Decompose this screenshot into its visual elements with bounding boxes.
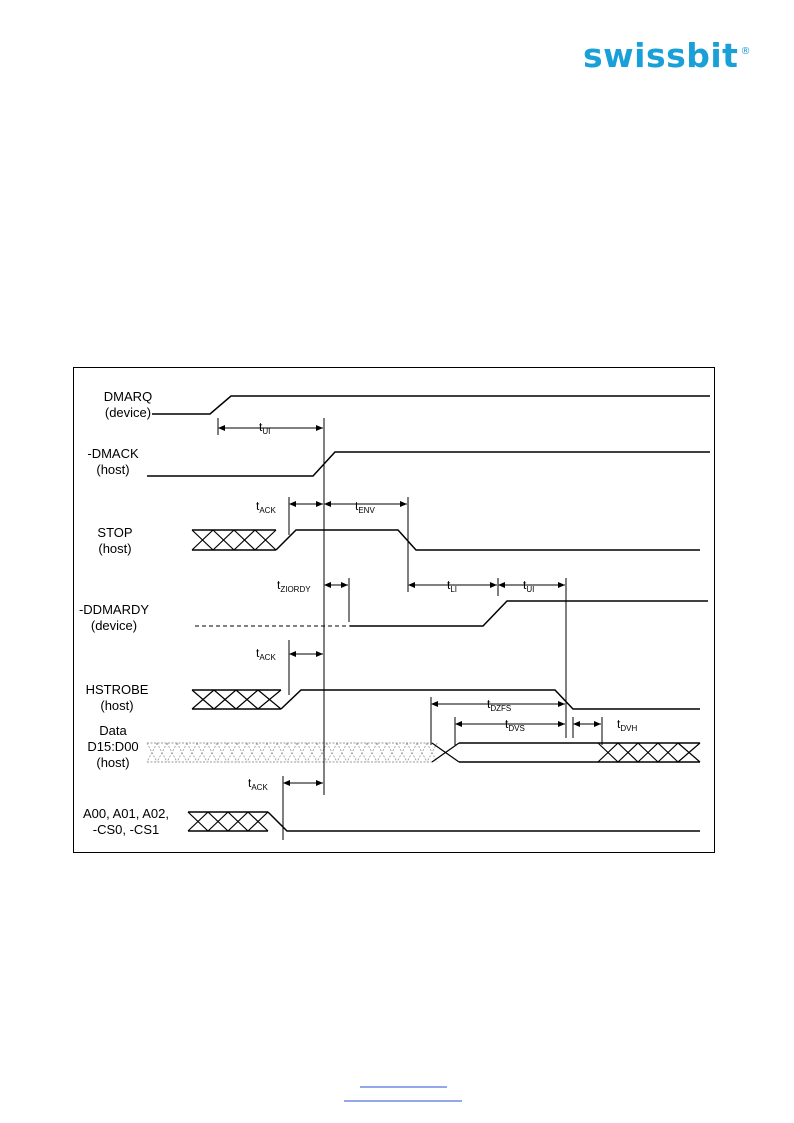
signal-owner: (host) [98,541,132,556]
timing-label-t-dvh: tDVH [617,717,638,733]
data-waveform [146,742,701,763]
ddmardy-waveform [195,600,708,627]
signal-owner: (device) [90,618,138,633]
timing-label-t-dzfs: tDZFS [487,697,512,713]
timing-label-t-ack-3: tACK [248,776,268,792]
timing-label-t-env: tENV [355,499,375,515]
signal-owner: (device) [104,405,152,420]
reference-lines [217,418,603,840]
signal-owner: (host) [100,698,134,713]
stop-waveform [191,529,700,551]
signal-name: DMARQ [103,389,153,404]
timing-label-t-ziordy: tZIORDY [277,578,311,594]
signal-name: HSTROBE [85,682,149,697]
signal-label-stop: STOP (host) [67,525,163,557]
dmack-waveform [147,451,710,477]
dmarq-waveform [152,395,710,415]
signal-name-bus: D15:D00 [87,739,139,754]
signal-name: -DDMARDY [78,602,150,617]
signal-name: STOP [97,525,133,540]
signal-label-hstrobe: HSTROBE (host) [69,682,165,714]
swissbit-logo: swissbit® [583,36,751,76]
timing-label-t-ack-1: tACK [256,499,276,515]
signal-owner: (host) [96,755,130,770]
registered-mark: ® [740,46,751,57]
timing-label-t-dvs: tDVS [505,717,525,733]
hstrobe-waveform [191,689,700,710]
timing-label-t-li: tLI [447,578,458,594]
timing-label-t-ack-2: tACK [256,646,276,662]
timing-label-t-ui-2: tUI [523,578,535,594]
signal-label-dmack: -DMACK (host) [65,446,161,478]
signal-label-dmarq: DMARQ (device) [80,389,176,421]
signal-owner: (host) [96,462,130,477]
logo-text: swissbit [583,36,739,75]
signal-name: A00, A01, A02, [82,806,170,821]
address-waveform [187,811,700,832]
timing-arrows [218,425,601,786]
signal-label-address: A00, A01, A02, -CS0, -CS1 [70,806,182,838]
signal-label-ddmardy: -DDMARDY (device) [66,602,162,634]
timing-label-t-ui-1: tUI [259,420,271,436]
signal-label-data: Data D15:D00 (host) [65,723,161,771]
signal-name: -DMACK [87,446,139,461]
signal-owner: -CS0, -CS1 [92,822,160,837]
signal-name: Data [99,723,127,738]
timing-diagram-frame [73,367,715,853]
